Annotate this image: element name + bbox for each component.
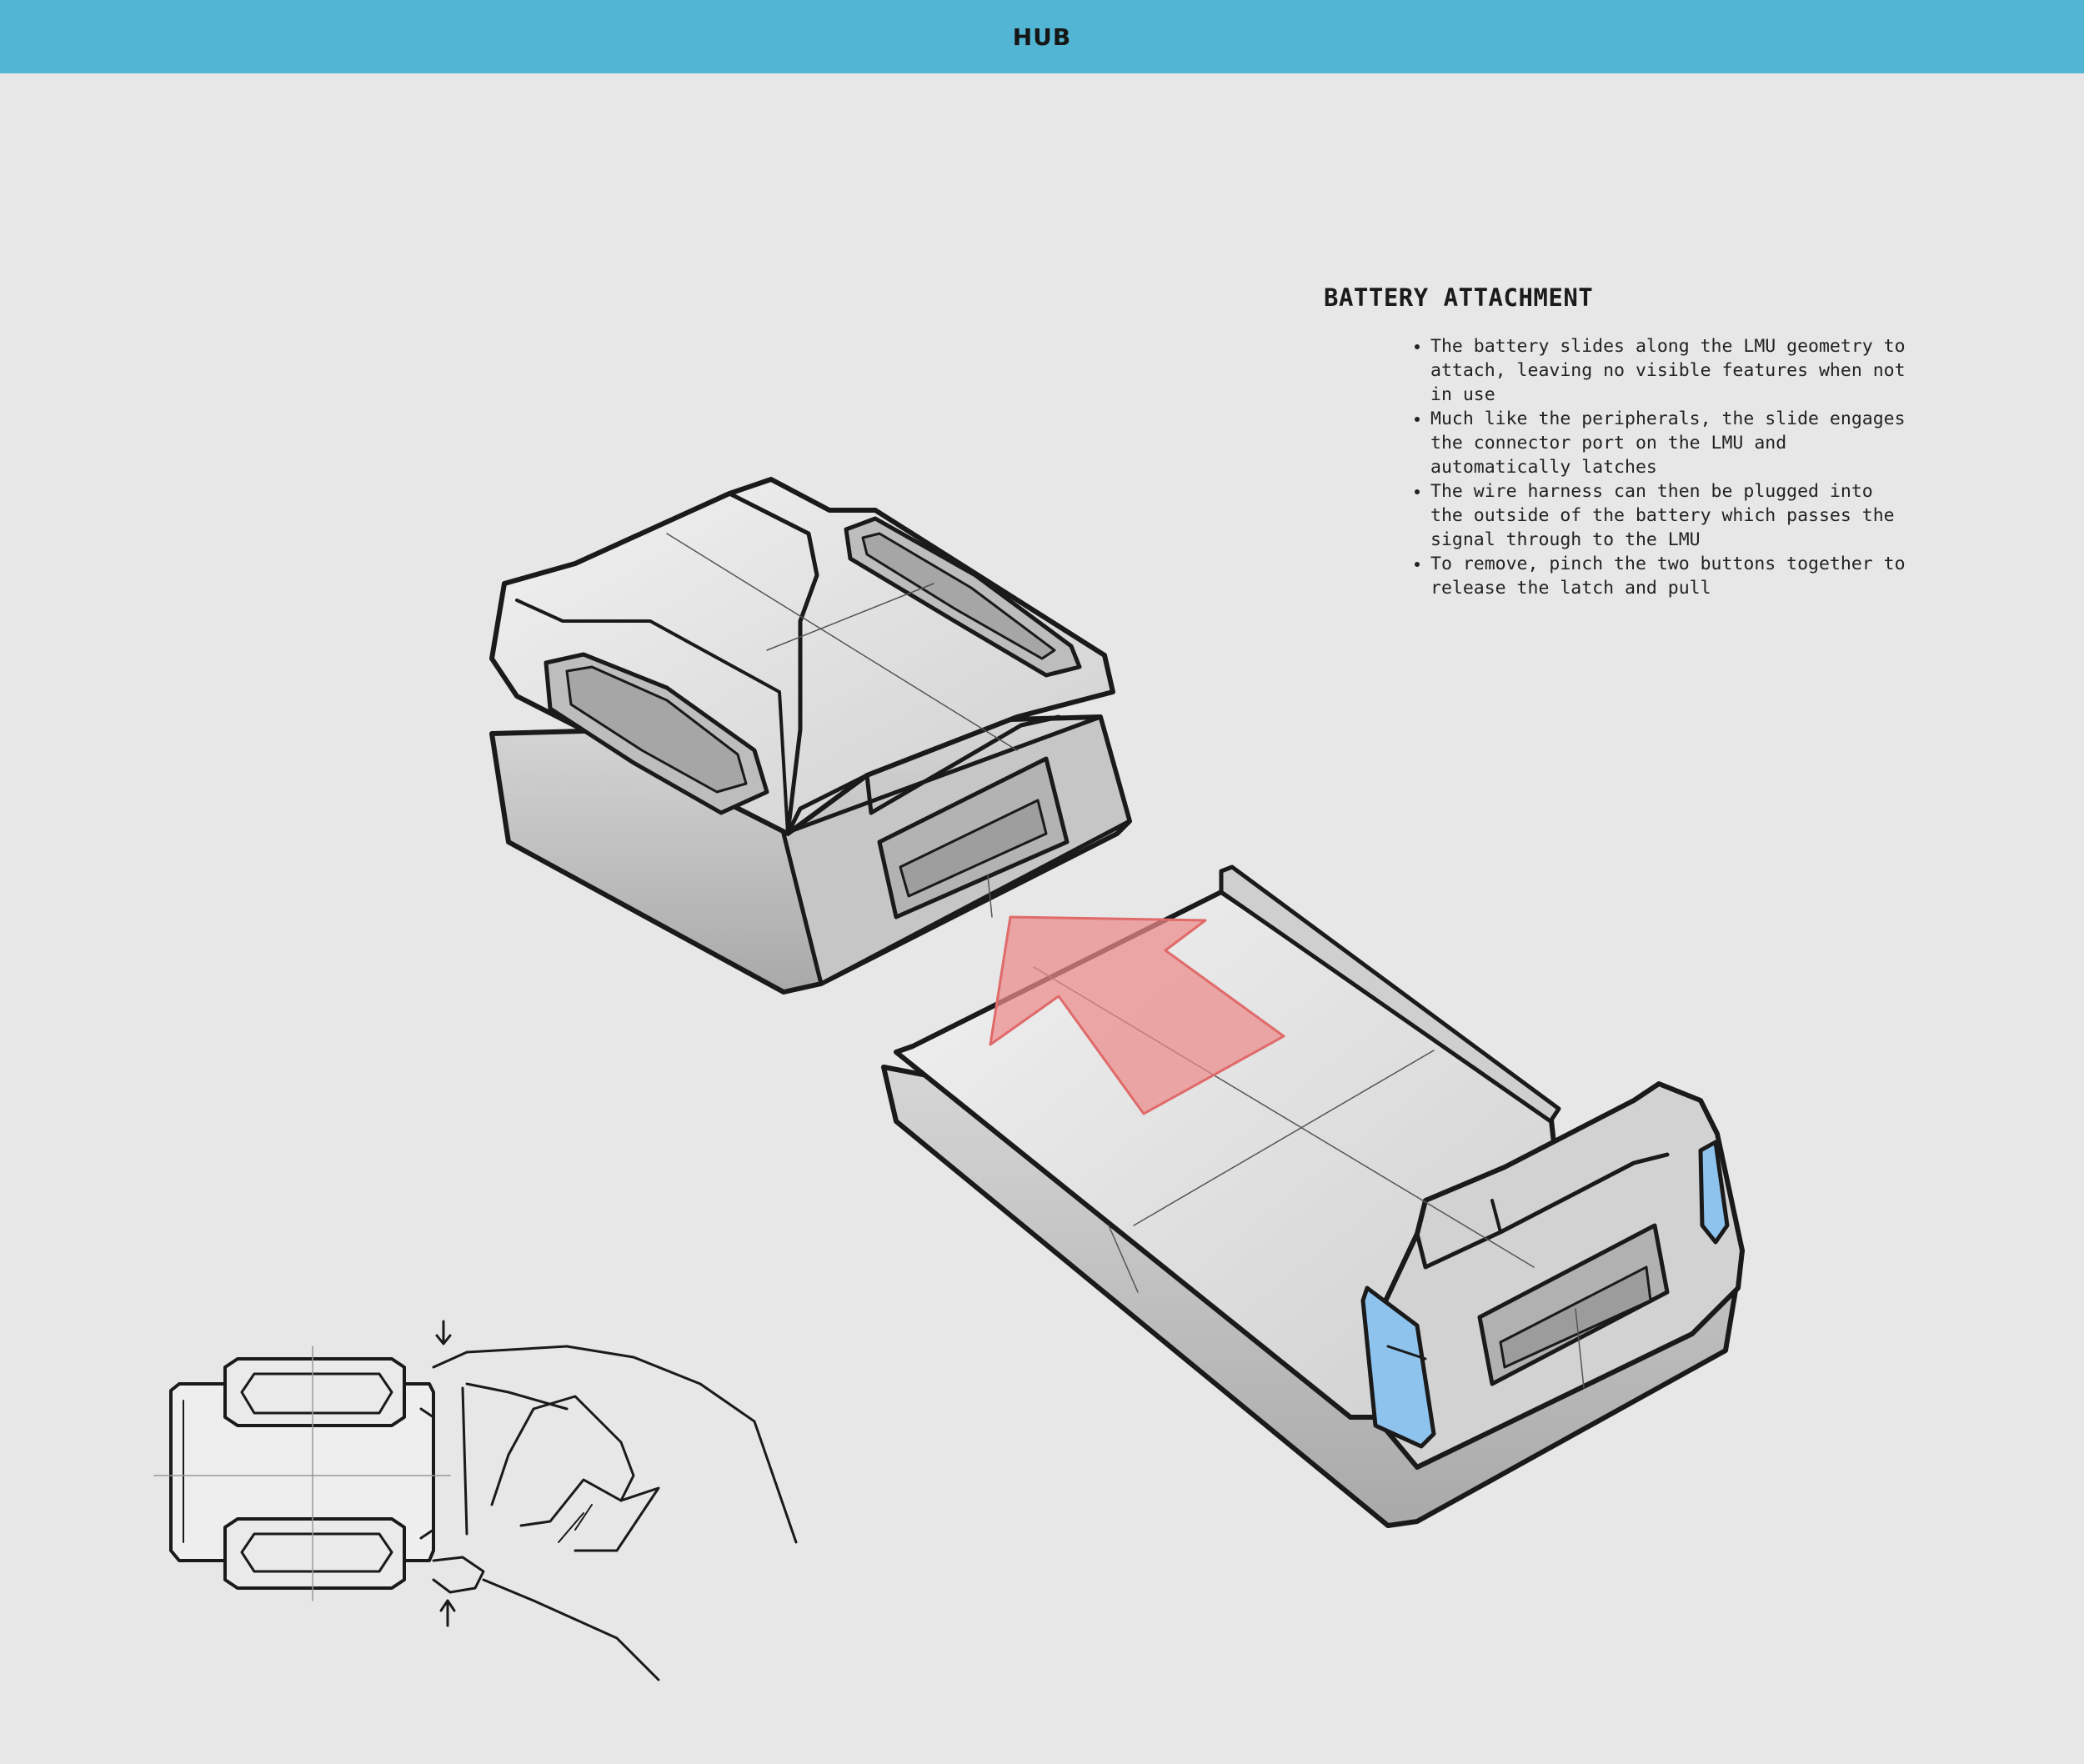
latch-button-icon: [1698, 1140, 1730, 1245]
top-header-bar: HUB: [0, 0, 2084, 73]
note-item: The wire harness can then be plugged int…: [1430, 479, 1906, 552]
battery-pack-icon: [881, 864, 1745, 1528]
lmu-module-icon: [489, 477, 1132, 995]
slide-direction-arrow-icon: [989, 915, 1285, 1115]
note-item: To remove, pinch the two buttons togethe…: [1430, 552, 1906, 600]
note-item: Much like the peripherals, the slide eng…: [1430, 407, 1906, 479]
hand-pinch-icon: [153, 1320, 798, 1681]
latch-button-icon: [1360, 1285, 1436, 1449]
header-title: HUB: [1012, 23, 1072, 51]
section-title: BATTERY ATTACHMENT: [1324, 283, 1594, 312]
note-item: The battery slides along the LMU geometr…: [1430, 334, 1906, 407]
feature-notes-list: The battery slides along the LMU geometr…: [1407, 334, 1906, 600]
